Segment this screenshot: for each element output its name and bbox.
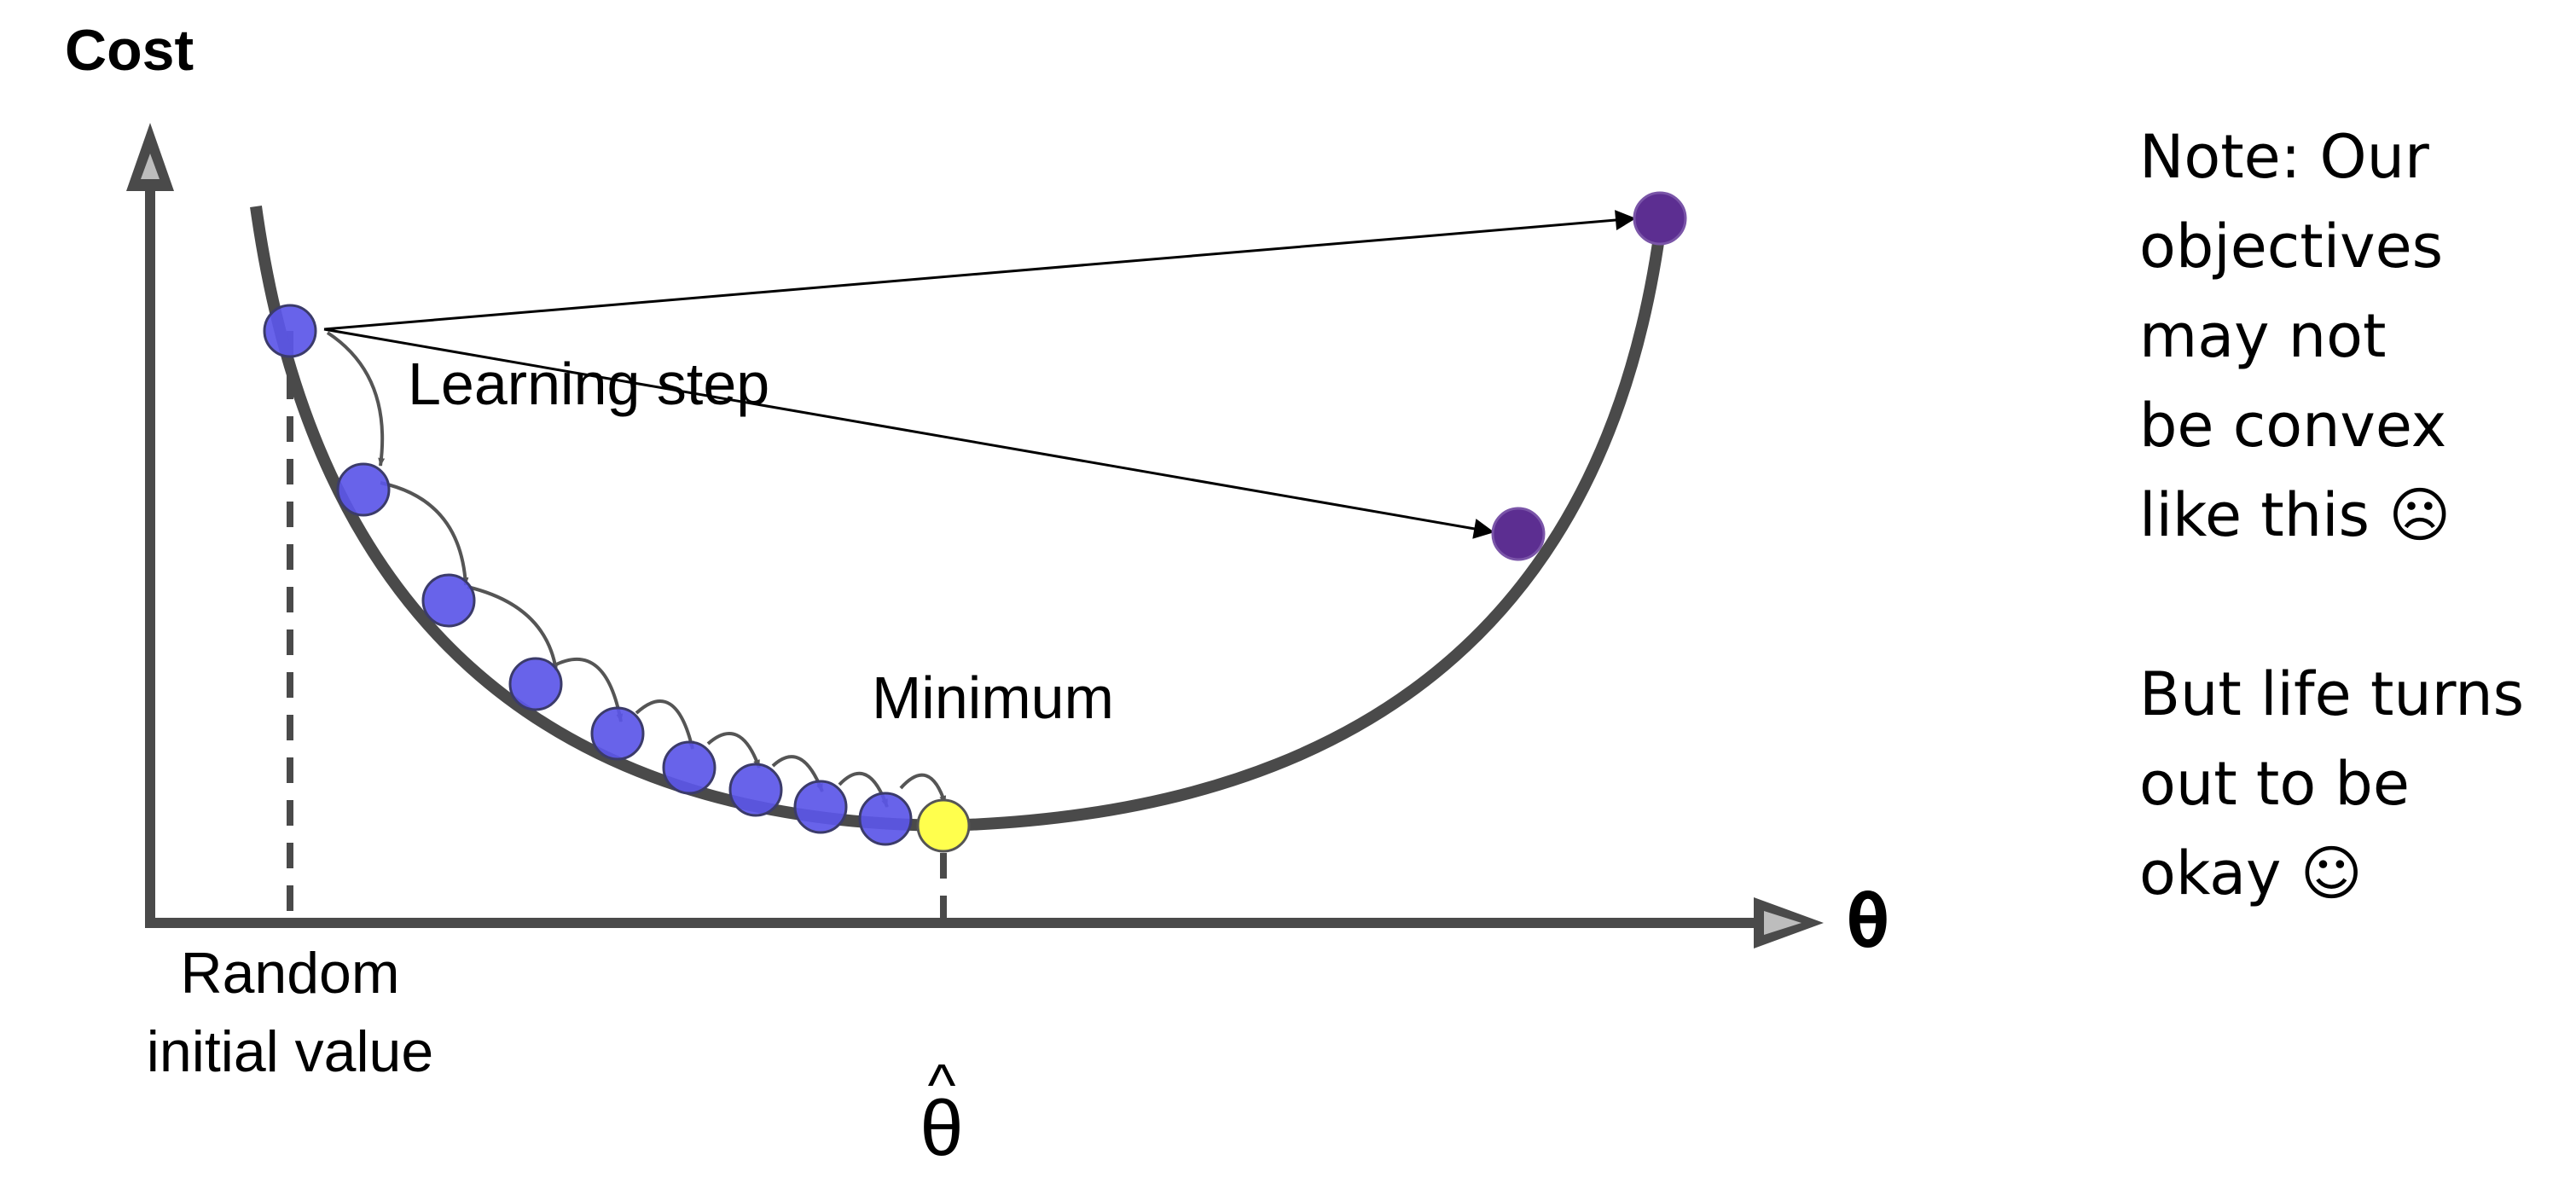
minimum-point: [916, 798, 971, 853]
step-point: [793, 780, 848, 834]
step-arc: [380, 481, 469, 586]
note-paragraph-gap: [2139, 560, 2566, 650]
step-point: [662, 740, 717, 795]
note-line: out to be: [2139, 749, 2410, 819]
note-line: objectives: [2139, 212, 2444, 281]
note-line: Note: Our: [2139, 122, 2429, 192]
step-point: [508, 657, 563, 711]
overshoot-arrow-middle: [323, 328, 1495, 539]
learning-step-label: Learning step: [408, 351, 769, 417]
step-arc: [635, 699, 694, 750]
step-arc: [706, 732, 761, 769]
step-arc: [326, 331, 386, 467]
note-line: be convex: [2139, 391, 2447, 461]
note-line: may not: [2139, 301, 2387, 371]
theta-hat-label: θ: [920, 1085, 963, 1172]
overshoot-point-top: [1633, 191, 1687, 246]
theta-hat-hat: ^: [928, 1052, 956, 1118]
cost-curve: [250, 206, 1668, 832]
minimum-label: Minimum: [872, 664, 1114, 731]
initial-value-label-line1: Random: [180, 941, 399, 1006]
learning-step-points: [263, 304, 913, 846]
x-axis: [145, 897, 1824, 948]
step-point: [263, 304, 317, 358]
step-arc: [467, 585, 559, 671]
y-axis: [126, 123, 174, 923]
y-axis-label: Cost: [65, 18, 194, 83]
note-line: like this ☹: [2139, 480, 2451, 550]
initial-value-label-line2: initial value: [147, 1019, 433, 1084]
step-point: [590, 706, 645, 761]
step-point: [421, 573, 476, 628]
x-axis-label: θ: [1846, 879, 1890, 965]
overshoot-arrow-top: [323, 210, 1637, 331]
side-note: Note: Our objectives may not be convex l…: [2139, 113, 2566, 919]
step-point: [728, 763, 783, 817]
step-point: [858, 792, 913, 846]
step-point: [336, 462, 391, 517]
overshoot-point-middle: [1491, 507, 1546, 561]
step-arc: [899, 773, 947, 804]
note-line: But life turns: [2139, 659, 2525, 729]
step-arc: [554, 657, 624, 722]
note-line: okay ☺: [2139, 838, 2363, 908]
